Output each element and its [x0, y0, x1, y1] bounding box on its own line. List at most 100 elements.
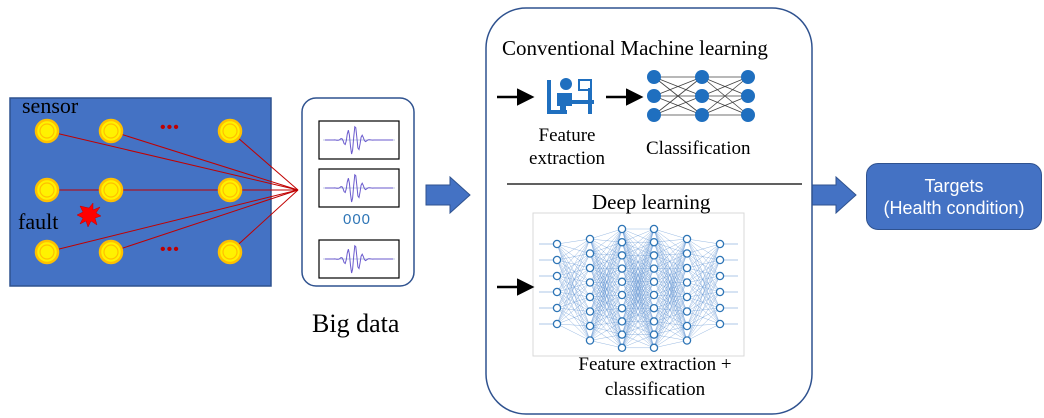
deep-edge — [589, 321, 623, 341]
deep-edge — [653, 267, 688, 348]
deep-node — [552, 303, 562, 313]
deep-node — [649, 224, 659, 234]
deep-edge — [556, 275, 591, 312]
deep-edge — [653, 268, 688, 327]
deep-edge — [686, 253, 721, 277]
deep-edge — [556, 238, 591, 261]
deep-edge — [686, 243, 721, 269]
deep-edge — [589, 311, 623, 335]
deep-node — [682, 336, 692, 345]
classification-label: Classification — [646, 138, 751, 159]
deep-edge — [589, 268, 623, 327]
deep-node — [552, 255, 562, 265]
conventional-title: Conventional Machine learning — [502, 36, 768, 60]
deep-edge — [589, 281, 623, 283]
signal-ellipsis: 000 — [343, 211, 372, 228]
deep-edge — [621, 228, 655, 309]
deep-edge — [653, 268, 688, 312]
deep-edge — [686, 259, 721, 298]
deep-node — [617, 290, 627, 300]
deep-edge — [589, 308, 623, 327]
deep-edge — [653, 238, 688, 296]
deep-edge — [556, 275, 591, 341]
sensor-node-ring — [222, 244, 238, 260]
deep-edge — [621, 228, 655, 322]
deep-edge — [589, 325, 623, 348]
deep-edge — [589, 268, 623, 283]
deep-edge — [589, 321, 623, 327]
sensor-wire — [229, 189, 299, 253]
signal-waveform — [325, 125, 393, 155]
deep-edge — [589, 238, 623, 296]
deep-edge — [653, 281, 688, 327]
deep-edge — [556, 253, 591, 277]
deep-edge — [589, 255, 623, 341]
deep-node — [649, 237, 659, 247]
deep-edge — [589, 228, 623, 240]
deep-edge — [686, 275, 721, 298]
deep-edge — [556, 282, 591, 325]
deep-edge — [589, 253, 623, 282]
deep-edge — [686, 243, 721, 254]
deep-edge — [653, 242, 688, 341]
deep-edge — [556, 259, 591, 327]
sensor-label: sensor — [22, 93, 79, 118]
deep-edge — [653, 267, 688, 283]
deep-edge — [589, 242, 623, 341]
deep-edge — [589, 228, 623, 269]
deep-edge — [653, 308, 688, 327]
deep-edge — [589, 253, 623, 335]
deep-edge — [686, 238, 721, 293]
deep-edge — [653, 228, 688, 312]
deep-edge — [653, 228, 688, 327]
deep-edge — [589, 238, 623, 322]
deep-edge — [589, 228, 623, 298]
deep-edge — [686, 259, 721, 341]
deep-edge — [653, 228, 688, 254]
classifier-node — [741, 89, 755, 103]
deep-node — [552, 287, 562, 297]
deep-edge — [556, 243, 591, 298]
deep-edge — [686, 243, 721, 298]
deep-edge — [621, 242, 655, 348]
deep-node — [617, 343, 627, 353]
deep-edge — [653, 321, 688, 327]
sensor-grid — [34, 118, 243, 265]
deep-node — [649, 330, 659, 339]
deep-edge — [653, 238, 688, 282]
sensor-wire — [110, 189, 299, 253]
block-arrow-to-models — [425, 175, 471, 215]
deep-edge — [686, 267, 721, 293]
deep-learning-title: Deep learning — [592, 190, 711, 214]
deep-edge — [589, 296, 623, 322]
deep-edge — [621, 268, 655, 348]
deep-edge — [589, 311, 623, 348]
deep-edge — [589, 255, 623, 283]
sensor-node — [34, 118, 60, 144]
deep-edge — [653, 294, 688, 312]
deep-edge — [556, 259, 591, 341]
deep-edge — [653, 282, 688, 335]
deep-edge — [653, 238, 688, 243]
signal-waveform — [325, 173, 393, 203]
deep-edge — [556, 238, 591, 245]
fault-burst-icon — [76, 202, 102, 228]
deep-edge — [556, 296, 591, 309]
deep-edge — [653, 296, 688, 309]
deep-edge — [653, 242, 688, 283]
sensor-wire — [46, 130, 299, 191]
deep-edge — [686, 238, 721, 261]
deep-node — [682, 321, 692, 331]
deep-edge — [589, 281, 623, 312]
deep-edge — [589, 282, 623, 309]
deep-edge — [589, 253, 623, 309]
deep-edge — [653, 325, 688, 348]
classifier-network-icon — [647, 70, 755, 122]
deep-edge — [621, 321, 655, 348]
sensor-node-ring — [103, 244, 119, 260]
deep-edge — [653, 282, 688, 348]
sensor-node — [34, 239, 60, 265]
deep-edge — [589, 308, 623, 341]
big-data-box — [301, 97, 415, 287]
deep-node — [585, 263, 595, 273]
